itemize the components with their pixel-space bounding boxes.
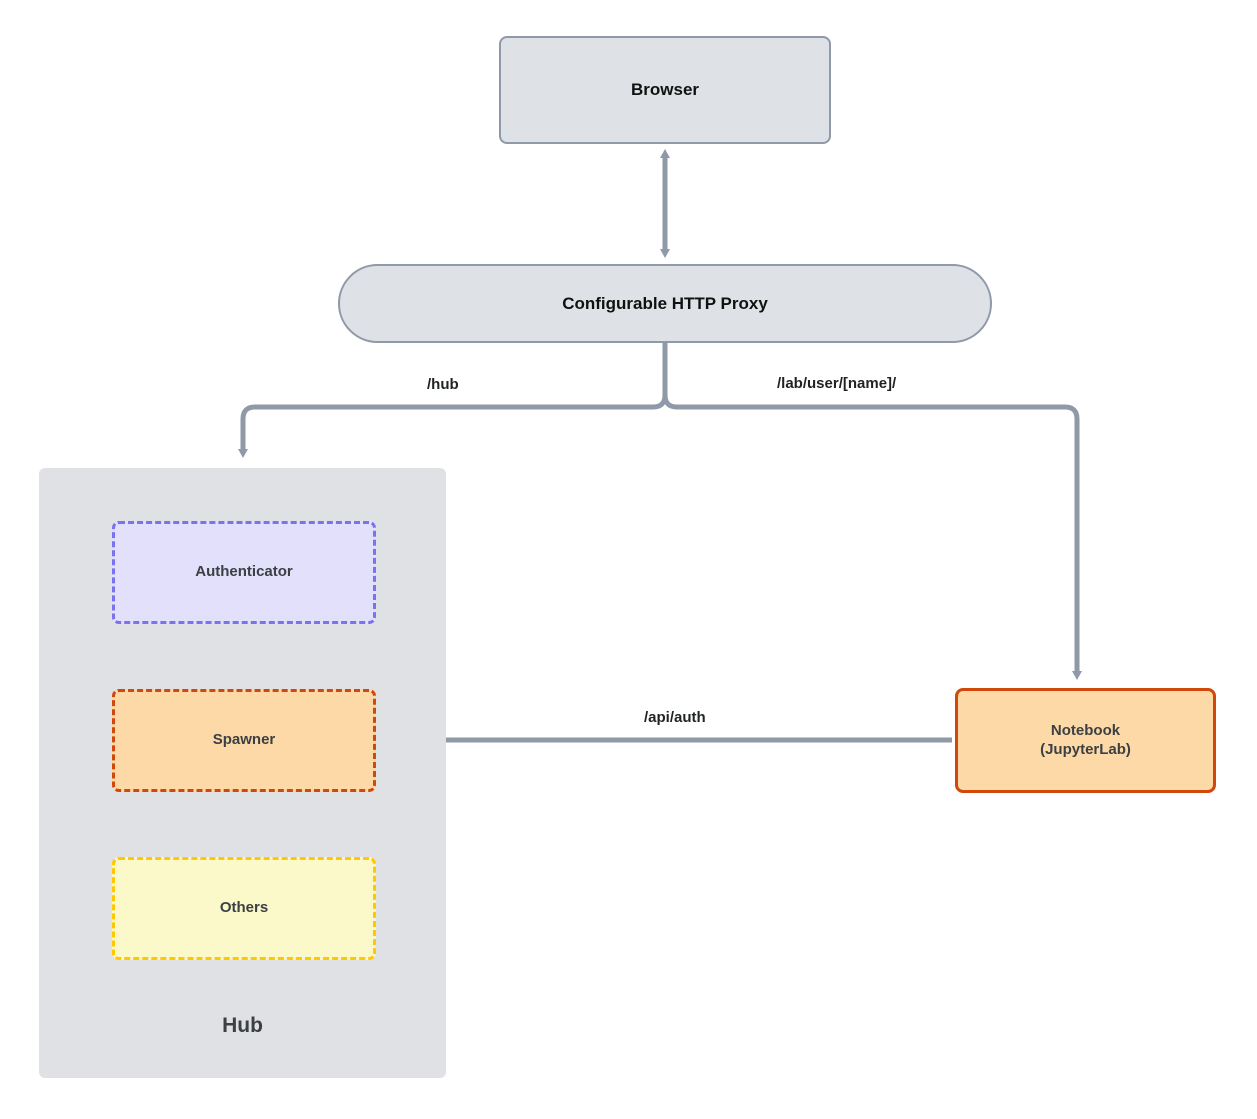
node-spawner-label: Spawner — [212, 731, 276, 749]
node-authenticator-label: Authenticator — [195, 563, 293, 581]
edge-label-api-auth: /api/auth — [644, 709, 706, 726]
node-hub-container[interactable]: Authenticator Spawner Others Hub — [39, 468, 446, 1078]
node-notebook-label: Notebook (JupyterLab) — [1040, 721, 1131, 758]
node-notebook-jupyterlab[interactable]: Notebook (JupyterLab) — [955, 688, 1216, 793]
node-configurable-http-proxy[interactable]: Configurable HTTP Proxy — [338, 264, 992, 343]
node-browser-label: Browser — [630, 80, 700, 100]
edge-label-hub: /hub — [427, 376, 459, 393]
node-hub-label: Hub — [222, 1014, 263, 1037]
edge-label-lab-user-name: /lab/user/[name]/ — [777, 375, 897, 392]
node-others-label: Others — [219, 899, 269, 917]
node-spawner[interactable]: Spawner — [112, 689, 376, 792]
node-browser[interactable]: Browser — [499, 36, 831, 144]
edge-proxy-hub — [238, 343, 668, 458]
node-authenticator[interactable]: Authenticator — [112, 521, 376, 624]
node-others[interactable]: Others — [112, 857, 376, 960]
node-proxy-label: Configurable HTTP Proxy — [562, 293, 768, 313]
edge-proxy-notebook — [662, 343, 1082, 680]
